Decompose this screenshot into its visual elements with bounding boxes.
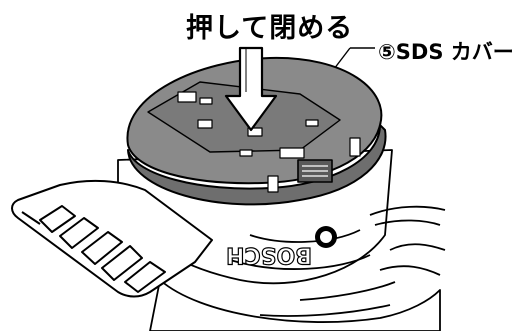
sds-cover-callout-label: ⑤SDS カバー xyxy=(378,40,514,64)
bosch-logo: BOSCH xyxy=(226,226,337,268)
brand-logo-text: BOSCH xyxy=(226,242,312,267)
down-arrow-icon xyxy=(224,46,278,132)
blade-plate xyxy=(11,179,213,298)
instruction-text: 押して閉める xyxy=(186,13,354,44)
